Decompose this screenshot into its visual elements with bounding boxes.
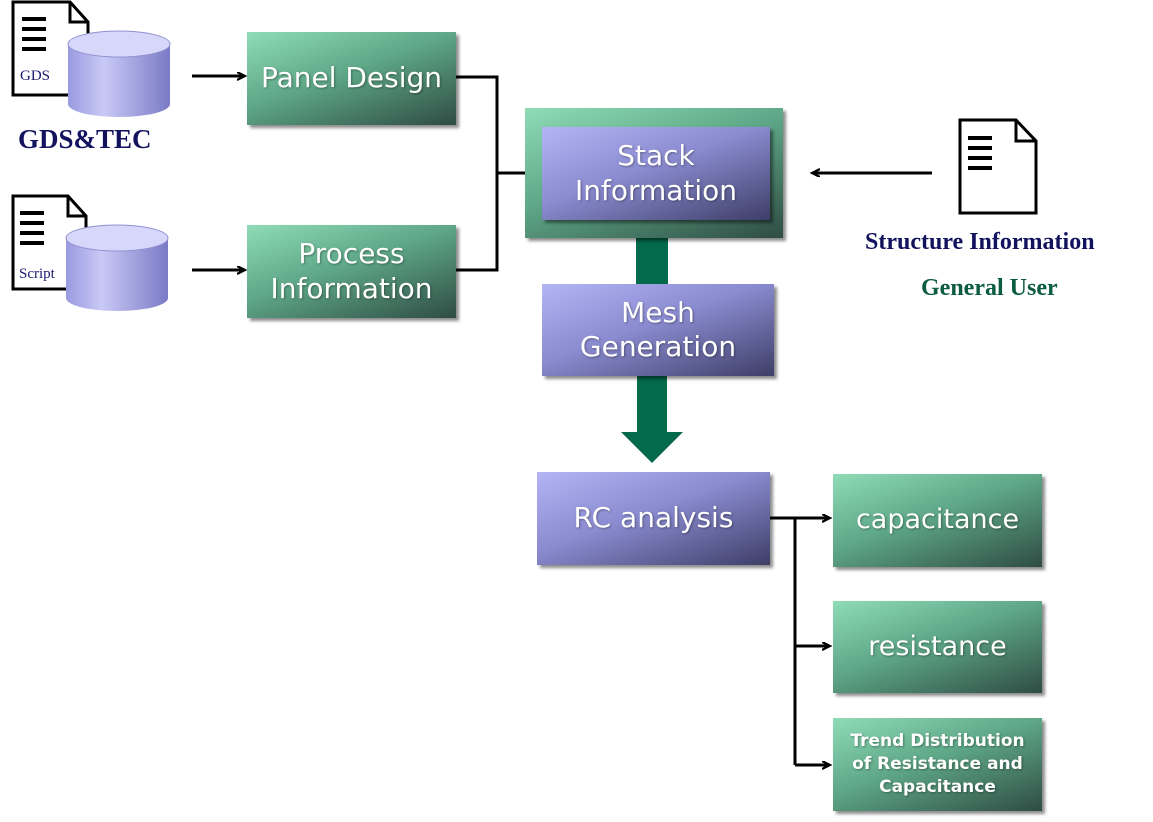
capacitance-box: capacitance (833, 474, 1042, 567)
script-doc-label: Script (19, 266, 55, 282)
resistance-label: resistance (868, 630, 1007, 662)
process-to-stack-connector (456, 173, 499, 272)
mesh-generation-box: Mesh Generation (542, 284, 774, 376)
trend-distribution-box: Trend Distribution of Resistance and Cap… (833, 718, 1042, 811)
panel-design-label: Panel Design (260, 61, 443, 95)
stack-information-box: Stack Information (542, 127, 770, 220)
process-information-label: Process Information (270, 237, 433, 305)
panel-to-stack-connector (456, 75, 499, 173)
process-information-box: Process Information (247, 225, 456, 318)
stack-to-mesh-bar (636, 238, 668, 286)
gds-database-icon (67, 30, 171, 117)
structure-information-caption: Structure Information (865, 229, 1095, 255)
mesh-generation-label: Mesh Generation (579, 295, 737, 363)
script-database-icon (65, 224, 169, 311)
resistance-box: resistance (833, 601, 1042, 693)
gds-tec-caption: GDS&TEC (18, 124, 152, 154)
general-user-caption: General User (921, 275, 1058, 301)
rc-analysis-box: RC analysis (537, 472, 770, 565)
rc-analysis-label: RC analysis (573, 501, 734, 535)
stack-information-label: Stack Information (574, 139, 738, 207)
trend-distribution-label: Trend Distribution of Resistance and Cap… (850, 731, 1025, 797)
capacitance-label: capacitance (855, 504, 1020, 536)
mesh-to-rc-arrow (621, 376, 683, 463)
panel-design-box: Panel Design (247, 32, 456, 125)
gds-doc-label: GDS (20, 68, 51, 84)
structure-document-icon (958, 118, 1038, 215)
